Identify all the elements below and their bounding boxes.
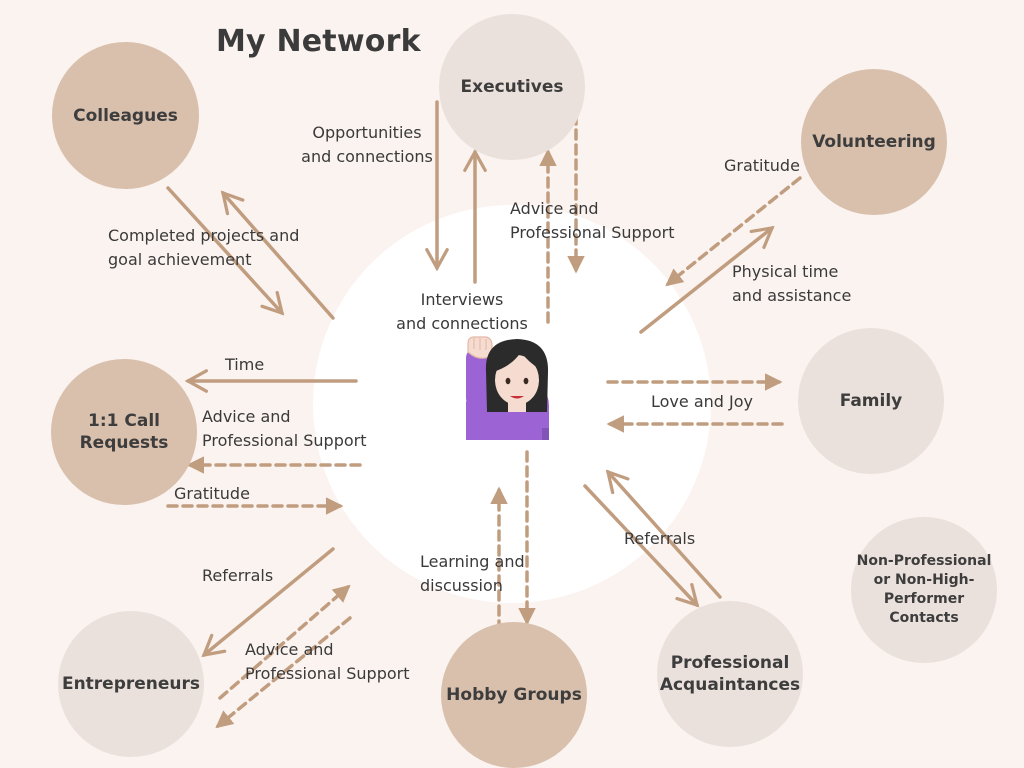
label-entrepreneurs-advice: Advice and Professional Support — [245, 640, 410, 683]
arrow-volunteering-to-me — [665, 176, 802, 287]
label-completed-projects: Completed projects and goal achievement — [108, 226, 300, 269]
label-opportunities: Opportunities and connections — [301, 123, 433, 166]
node-professional-acquaintances: Professional Acquaintances — [657, 601, 803, 747]
arrow-me-to-entrepreneurs-advice — [215, 616, 352, 729]
label-gratitude-volunteering: Gratitude — [724, 156, 800, 175]
arrow-pa-to-me — [605, 469, 722, 599]
arrow-me-to-entrepreneurs — [201, 547, 335, 658]
arrow-me-to-pa — [583, 484, 700, 608]
node-colleagues: Colleagues — [52, 42, 199, 189]
label-love-joy: Love and Joy — [651, 392, 753, 411]
arrow-me-to-colleagues — [220, 190, 335, 320]
label-referrals-entrepreneurs: Referrals — [202, 566, 274, 585]
label-learning: Learning and discussion — [420, 552, 525, 595]
label-referrals-pa: Referrals — [624, 529, 696, 548]
node-entrepreneurs: Entrepreneurs — [58, 611, 204, 757]
label-physical-time: Physical time and assistance — [732, 262, 852, 305]
node-non-professional: Non-Professional or Non-High-Performer C… — [851, 517, 997, 663]
node-executives: Executives — [439, 14, 585, 160]
node-hobby-groups: Hobby Groups — [441, 622, 587, 768]
node-volunteering: Volunteering — [801, 69, 947, 215]
arrow-colleagues-to-me — [166, 186, 285, 316]
label-gratitude-call: Gratitude — [174, 484, 250, 503]
page-title: My Network — [216, 24, 421, 59]
label-time: Time — [225, 355, 265, 374]
arrow-me-to-volunteering — [639, 225, 775, 334]
node-call-requests: 1:1 Call Requests — [51, 359, 197, 505]
label-interviews: Interviews and connections — [396, 290, 528, 333]
label-call-advice: Advice and Professional Support — [202, 407, 367, 450]
arrow-entrepreneurs-to-me-advice — [218, 584, 351, 700]
label-executives-advice: Advice and Professional Support — [510, 199, 675, 242]
node-family: Family — [798, 328, 944, 474]
